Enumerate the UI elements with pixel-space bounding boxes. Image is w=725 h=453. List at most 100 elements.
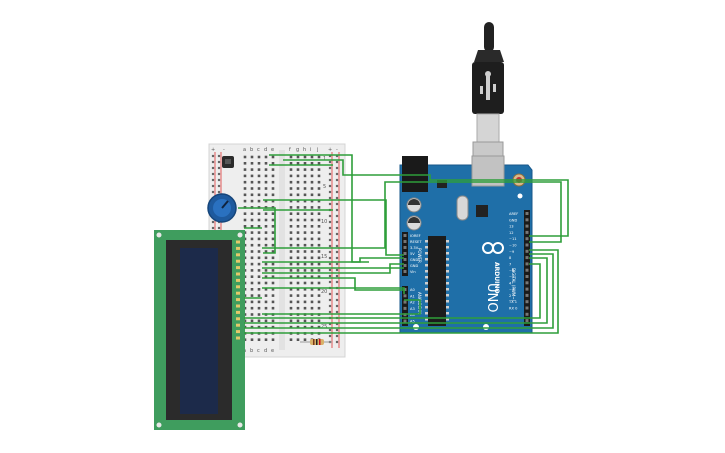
- col-label-i: i: [310, 147, 311, 153]
- rail-minus-label-right: -: [336, 147, 338, 153]
- digital-pin-label: ~5: [509, 275, 514, 279]
- row-number-15: 15: [321, 254, 327, 260]
- lcd-screen: [180, 248, 218, 414]
- wire: [244, 257, 548, 324]
- digital-pin-label: 4: [509, 281, 512, 285]
- analog-pin-label: A4: [410, 313, 415, 317]
- analog-header[interactable]: [402, 286, 408, 326]
- power-header-label: POWER: [417, 248, 422, 263]
- col-label-c-bottom: c: [257, 348, 260, 354]
- digital-pin-label: ~9: [509, 250, 515, 254]
- lcd-pin[interactable]: [236, 304, 240, 308]
- wire: [238, 207, 276, 254]
- wire: [262, 257, 404, 263]
- resistor-icon[interactable]: [300, 339, 332, 345]
- arduino-uno[interactable]: ARDUINO UNO DIGITAL (PWM~) POWER ANALOG …: [399, 155, 533, 334]
- wire: [244, 263, 541, 319]
- digital-pin-label: 7: [509, 262, 511, 266]
- col-label-h: h: [303, 147, 306, 153]
- wire: [262, 299, 421, 315]
- digital-pin-label: ~6: [509, 269, 515, 273]
- rail-plus-label: +: [211, 147, 215, 153]
- lcd-pin[interactable]: [236, 240, 240, 244]
- power-pin-label: 5V: [410, 252, 415, 256]
- power-pin-label: RESET: [410, 240, 422, 244]
- power-pin-label: Vin: [410, 270, 416, 274]
- power-pin-label: GND: [410, 264, 418, 268]
- digital-pin-label: RX 0: [509, 307, 518, 311]
- arduino-logo-icon: [482, 242, 504, 254]
- col-label-e-bottom: e: [271, 348, 274, 354]
- lcd-pin[interactable]: [236, 246, 240, 250]
- lcd-pin[interactable]: [236, 336, 240, 340]
- lcd-pin[interactable]: [236, 272, 240, 276]
- col-label-c: c: [257, 147, 260, 153]
- col-label-b-bottom: b: [250, 348, 253, 354]
- wire: [283, 159, 569, 237]
- lcd-pin[interactable]: [236, 310, 240, 314]
- wire: [262, 263, 404, 274]
- lcd-pin[interactable]: [236, 266, 240, 270]
- digital-pin-label: TX 1: [508, 300, 517, 304]
- lcd-pin[interactable]: [236, 330, 240, 334]
- row-number-5: 5: [323, 184, 326, 190]
- col-label-d-bottom: d: [264, 348, 267, 354]
- lcd-pin[interactable]: [236, 278, 240, 282]
- lcd-pin[interactable]: [236, 323, 240, 327]
- rail-minus-label: -: [223, 147, 225, 153]
- lcd-pin[interactable]: [236, 253, 240, 257]
- arduino-brand: ARDUINO: [493, 262, 500, 293]
- wire: [262, 181, 562, 249]
- temperature-sensor-icon[interactable]: [222, 156, 234, 168]
- power-pin-label: GND: [410, 258, 418, 262]
- atmega-chip: [428, 236, 446, 326]
- analog-pin-label: A0: [410, 288, 415, 292]
- wire: [262, 287, 405, 294]
- col-label-b: b: [250, 147, 253, 153]
- lcd-pin[interactable]: [236, 317, 240, 321]
- col-label-j: j: [316, 147, 318, 153]
- digital-pin-label: 12: [509, 231, 514, 235]
- analog-pin-label: A5: [410, 320, 415, 324]
- wire: [244, 249, 559, 334]
- wire-group[interactable]: [238, 154, 569, 334]
- col-label-a: a: [243, 147, 246, 153]
- lcd-display[interactable]: [154, 230, 245, 430]
- lcd-pin-header[interactable]: [236, 240, 240, 340]
- digital-pin-label: ~3: [509, 288, 514, 292]
- digital-pin-label: GND: [509, 218, 517, 222]
- usb-jack: [471, 155, 505, 187]
- lcd-pin[interactable]: [236, 285, 240, 289]
- digital-pin-label: 8: [509, 256, 512, 260]
- digital-header[interactable]: [524, 210, 530, 326]
- power-pin-label: 3.3V: [410, 246, 419, 250]
- lcd-pin[interactable]: [236, 291, 240, 295]
- wire: [244, 253, 554, 329]
- digital-pin-label: AREF: [509, 212, 518, 216]
- row-number-1: 1: [323, 156, 326, 162]
- arduino-model: UNO: [484, 283, 499, 312]
- lcd-pin[interactable]: [236, 298, 240, 302]
- col-label-d: d: [264, 147, 267, 153]
- col-label-e: e: [271, 147, 274, 153]
- digital-pin-label: ~10: [509, 244, 517, 248]
- analog-pin-label: A3: [410, 307, 415, 311]
- rail-plus-label-right: +: [328, 147, 332, 153]
- analog-pin-label: A1: [410, 294, 415, 298]
- lcd-pin[interactable]: [236, 259, 240, 263]
- digital-pin-label: 13: [509, 225, 514, 229]
- digital-pin-label: ~11: [509, 237, 517, 241]
- wire: [262, 277, 404, 291]
- row-number-25: 25: [321, 324, 327, 330]
- digital-pin-label: 2: [509, 294, 511, 298]
- wire: [263, 199, 404, 256]
- row-number-10: 10: [321, 219, 327, 225]
- col-label-f: f: [289, 147, 291, 153]
- power-pin-label: IOREF: [410, 234, 421, 238]
- col-label-g: g: [296, 147, 299, 153]
- power-jack: [402, 156, 428, 192]
- analog-pin-label: A2: [410, 301, 415, 305]
- digital-header-label: DIGITAL (PWM~): [511, 268, 516, 302]
- potentiometer-icon[interactable]: [207, 193, 237, 223]
